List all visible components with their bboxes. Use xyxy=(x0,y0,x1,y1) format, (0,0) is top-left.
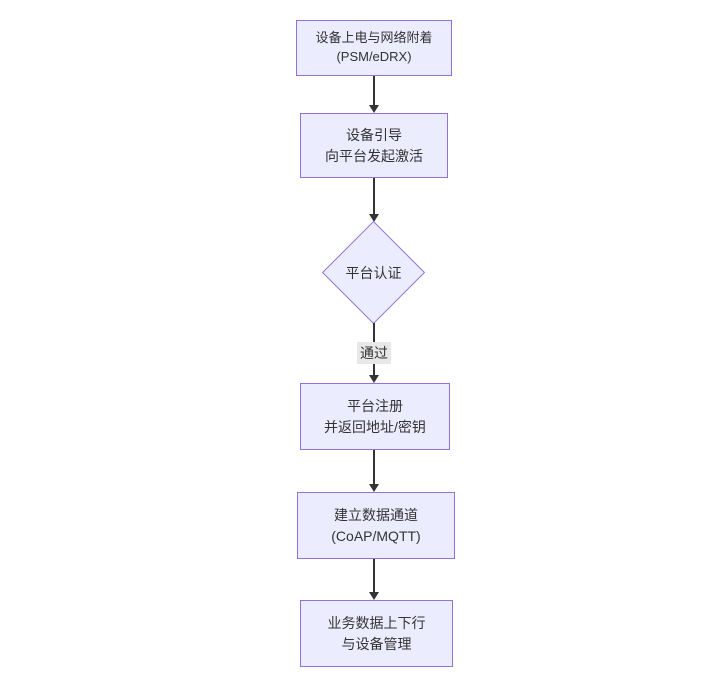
flow-arrow-1 xyxy=(368,76,380,113)
node-text-line: 平台注册 xyxy=(347,397,403,414)
edge-line xyxy=(373,450,375,485)
edge-line xyxy=(373,559,375,593)
node-text-line: 与设备管理 xyxy=(341,635,412,652)
node-text-line: 并返回地址/密钥 xyxy=(324,418,426,435)
node-device-power-attach: 设备上电与网络附着 (PSM/eDRX) xyxy=(296,20,452,76)
node-text-line: (PSM/eDRX) xyxy=(336,49,412,64)
node-device-bootstrap: 设备引导 向平台发起激活 xyxy=(300,113,448,178)
node-platform-register: 平台注册 并返回地址/密钥 xyxy=(300,383,450,450)
arrowhead-icon xyxy=(369,592,379,600)
arrowhead-icon xyxy=(369,375,379,383)
node-text-line: (CoAP/MQTT) xyxy=(331,527,421,544)
edge-line xyxy=(373,76,375,106)
node-platform-auth-decision: 平台认证 xyxy=(321,220,426,325)
arrowhead-icon xyxy=(369,484,379,492)
flow-arrow-4 xyxy=(368,450,380,492)
arrowhead-icon xyxy=(369,105,379,113)
node-text-line: 设备上电与网络附着 xyxy=(315,30,433,46)
flow-arrow-2 xyxy=(368,178,380,222)
node-text-line: 向平台发起激活 xyxy=(325,147,423,164)
edge-label-pass: 通过 xyxy=(357,342,391,364)
flow-arrow-5 xyxy=(368,559,380,600)
node-text-line: 建立数据通道 xyxy=(334,506,418,523)
node-text-line: 设备引导 xyxy=(346,126,402,143)
arrowhead-icon xyxy=(369,214,379,222)
node-text-line: 业务数据上下行 xyxy=(327,614,426,631)
edge-line xyxy=(373,178,375,215)
node-text-line: 平台认证 xyxy=(345,264,402,281)
node-data-channel: 建立数据通道 (CoAP/MQTT) xyxy=(297,492,455,559)
node-business-data-mgmt: 业务数据上下行 与设备管理 xyxy=(300,600,453,667)
